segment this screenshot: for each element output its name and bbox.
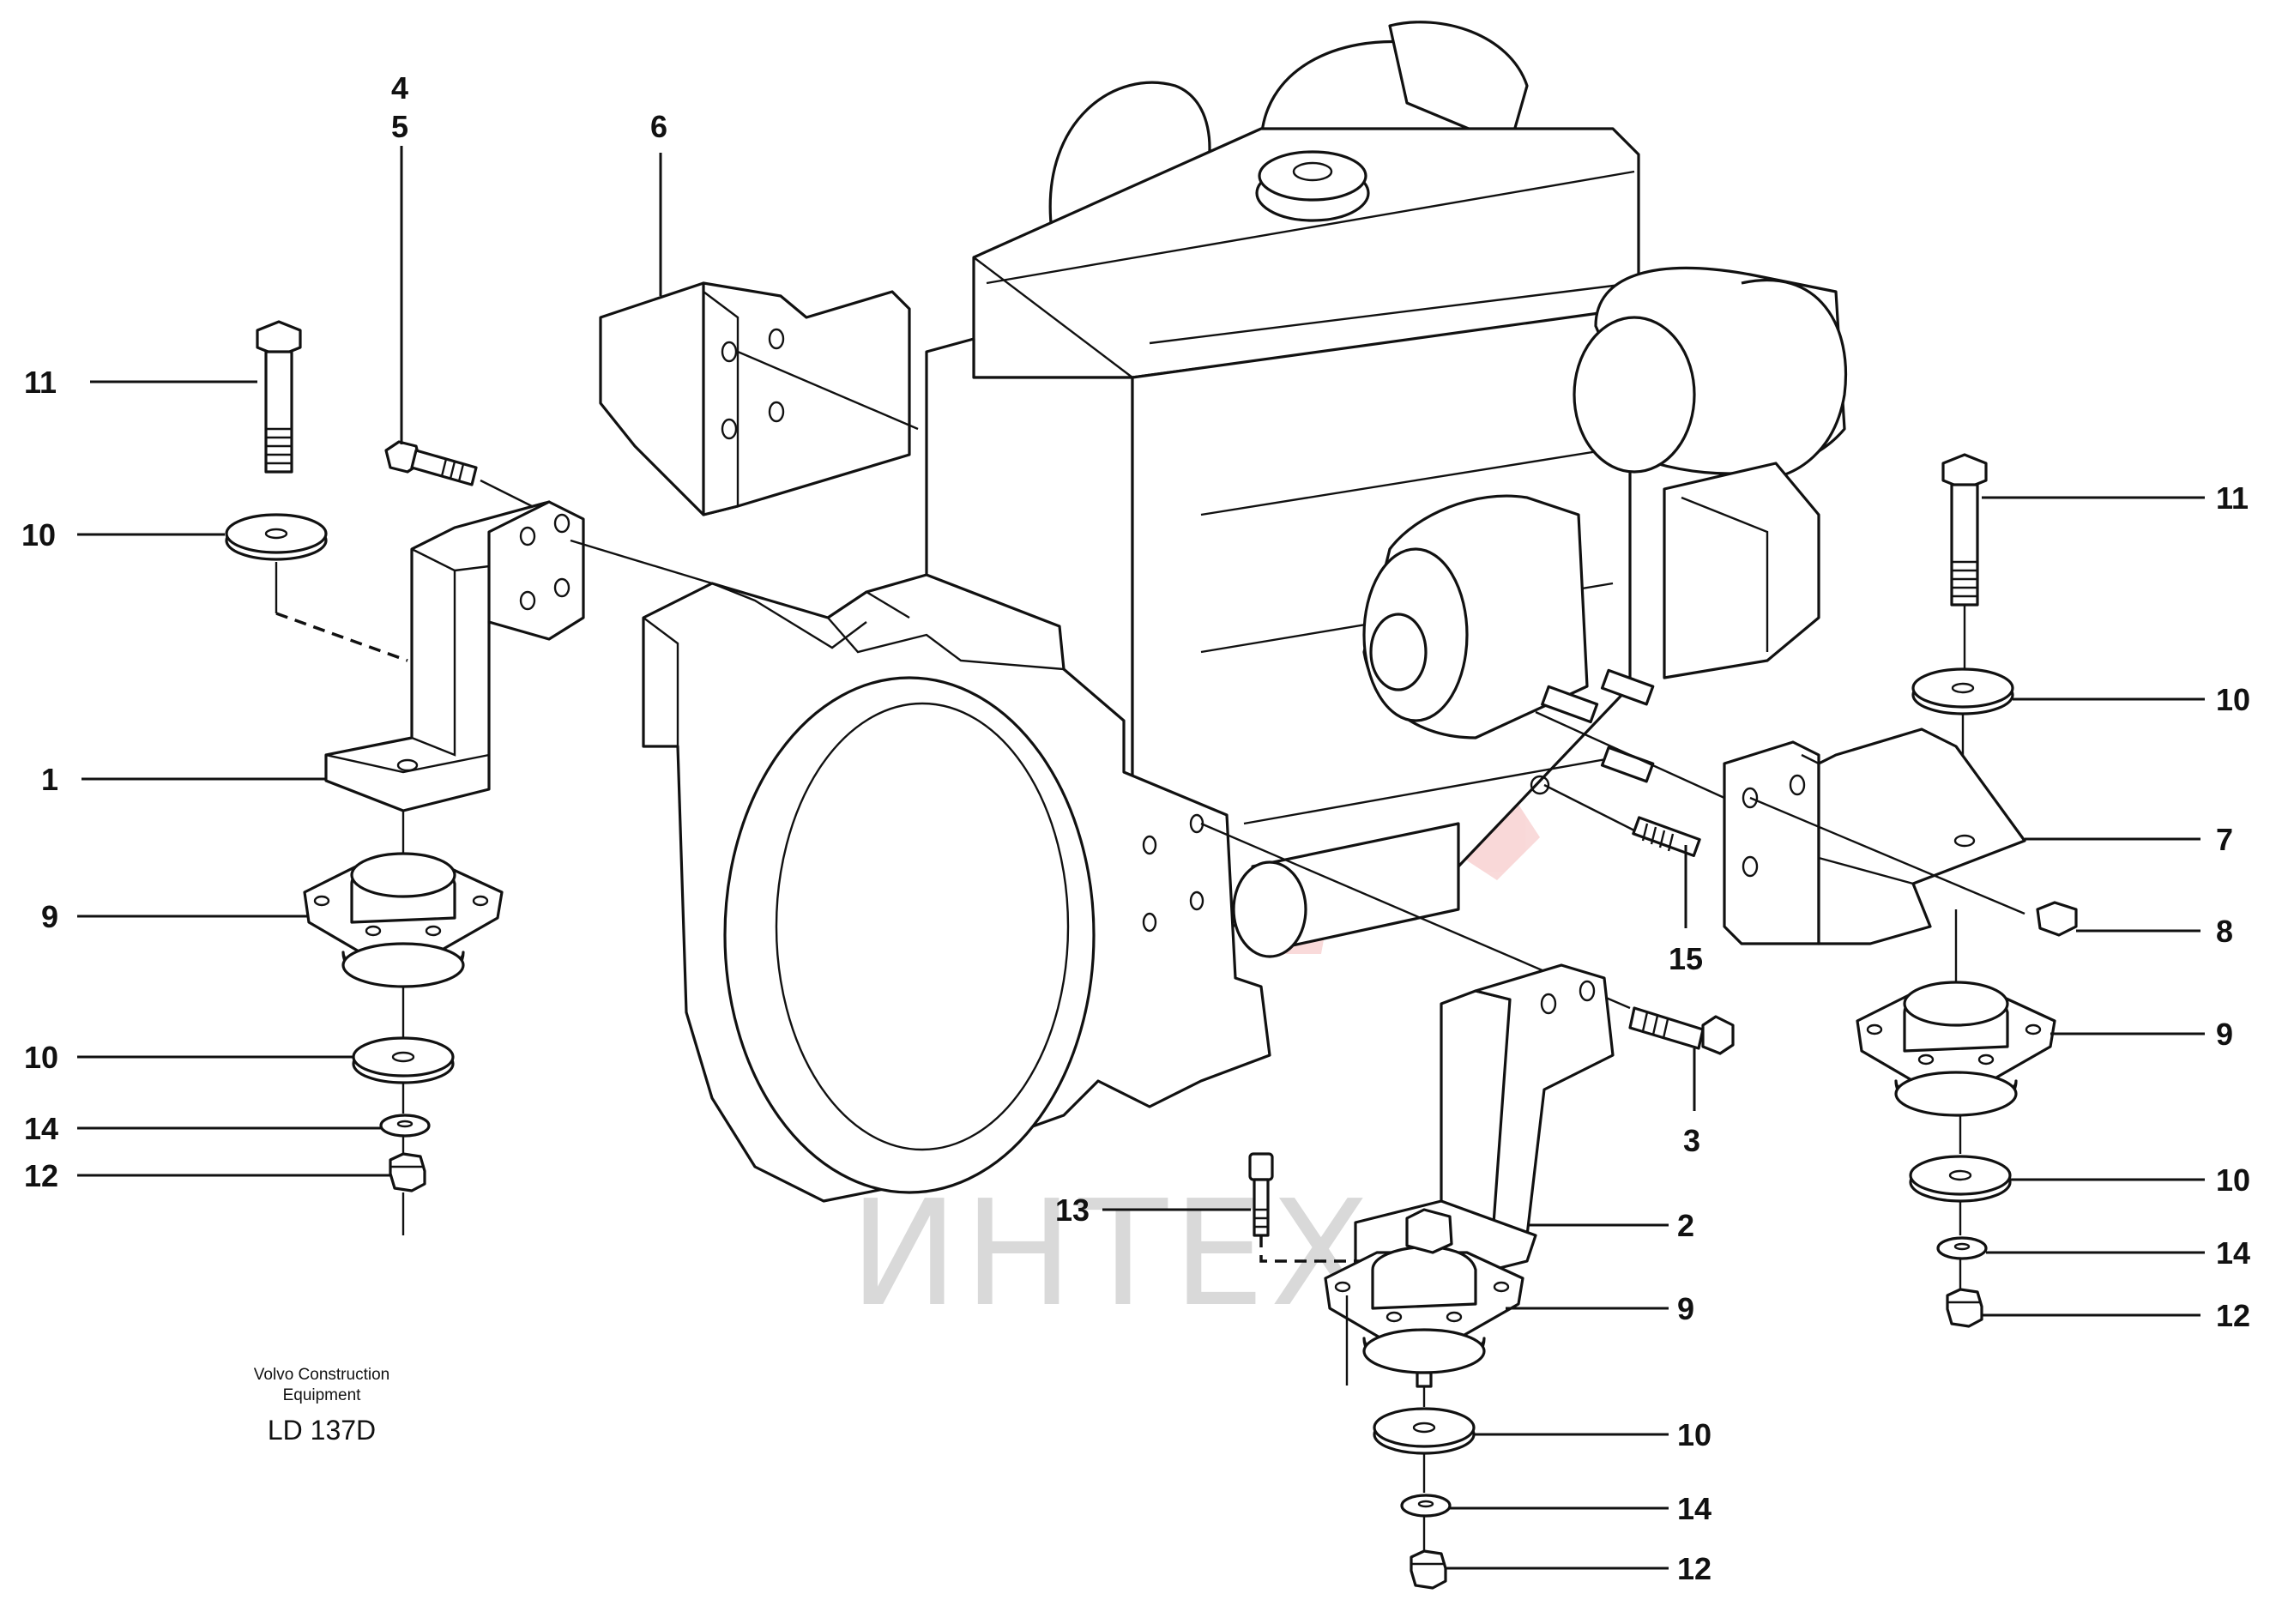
nut-12-center xyxy=(1410,1549,1447,1590)
label-1: 1 xyxy=(41,762,58,797)
label-10-left-top: 10 xyxy=(21,517,56,552)
rubber-mount-9-left xyxy=(303,852,504,988)
part-labels: 11 10 4 5 6 1 9 10 14 12 11 10 7 8 15 9 … xyxy=(21,70,2250,1586)
label-14-center: 14 xyxy=(1677,1491,1711,1526)
label-9-right: 9 xyxy=(2216,1017,2233,1052)
label-4: 4 xyxy=(391,70,408,106)
label-3: 3 xyxy=(1683,1123,1700,1158)
caption-code: LD 137D xyxy=(268,1415,376,1446)
label-13: 13 xyxy=(1055,1192,1090,1228)
bolt-4-5 xyxy=(384,440,478,486)
label-10-center: 10 xyxy=(1677,1417,1711,1452)
caption-line-1: Volvo Construction xyxy=(254,1366,389,1384)
label-12-right: 12 xyxy=(2216,1298,2250,1333)
label-12-left: 12 xyxy=(24,1158,58,1193)
label-15: 15 xyxy=(1669,941,1703,976)
leader-lines xyxy=(77,146,2205,1570)
flywheel-housing xyxy=(642,573,1271,1203)
washer-14-center xyxy=(1400,1494,1452,1518)
diagram-caption: Volvo Construction Equipment LD 137D xyxy=(254,1366,389,1446)
rubber-mount-9-center xyxy=(1324,1208,1524,1388)
washer-10-right-bottom xyxy=(1909,1155,2012,1203)
bracket-6 xyxy=(599,281,911,516)
label-2: 2 xyxy=(1677,1208,1694,1243)
bolt-11-left xyxy=(256,320,302,474)
label-10-right-top: 10 xyxy=(2216,682,2250,717)
rubber-mount-9-right xyxy=(1856,981,2056,1117)
washer-14-right xyxy=(1936,1236,1988,1260)
bolt-13 xyxy=(1248,1152,1274,1237)
bracket-2 xyxy=(1354,963,1615,1289)
label-9-left: 9 xyxy=(41,899,58,934)
caption-line-2: Equipment xyxy=(283,1386,362,1404)
washer-10-right-top xyxy=(1911,667,2014,715)
washer-14-left xyxy=(379,1114,431,1138)
label-10-right-bottom: 10 xyxy=(2216,1162,2250,1198)
label-6: 6 xyxy=(650,109,667,144)
bolt-11-right xyxy=(1941,453,1988,607)
label-12-center: 12 xyxy=(1677,1551,1711,1586)
nut-8 xyxy=(2036,901,2078,937)
label-9-center: 9 xyxy=(1677,1291,1694,1326)
washer-10-left-top xyxy=(225,513,328,561)
nut-12-right xyxy=(1946,1288,1983,1328)
washer-10-left-bottom xyxy=(352,1036,455,1084)
label-5: 5 xyxy=(391,109,408,144)
stud-15 xyxy=(1632,816,1701,857)
label-11-right: 11 xyxy=(2216,480,2249,516)
bracket-1 xyxy=(324,500,585,812)
label-14-right: 14 xyxy=(2216,1235,2250,1271)
nut-12-left xyxy=(389,1152,426,1192)
label-11-left: 11 xyxy=(24,365,57,400)
label-10-left-bottom: 10 xyxy=(24,1040,58,1075)
watermark-text: ИНТЕХ xyxy=(849,1169,1375,1339)
label-8: 8 xyxy=(2216,914,2233,949)
washer-10-center xyxy=(1373,1407,1476,1455)
label-14-left: 14 xyxy=(24,1111,58,1146)
bracket-7 xyxy=(1723,727,2026,945)
bolt-3 xyxy=(1628,1006,1735,1055)
label-7: 7 xyxy=(2216,822,2233,857)
stud-bolts xyxy=(1541,668,1655,783)
